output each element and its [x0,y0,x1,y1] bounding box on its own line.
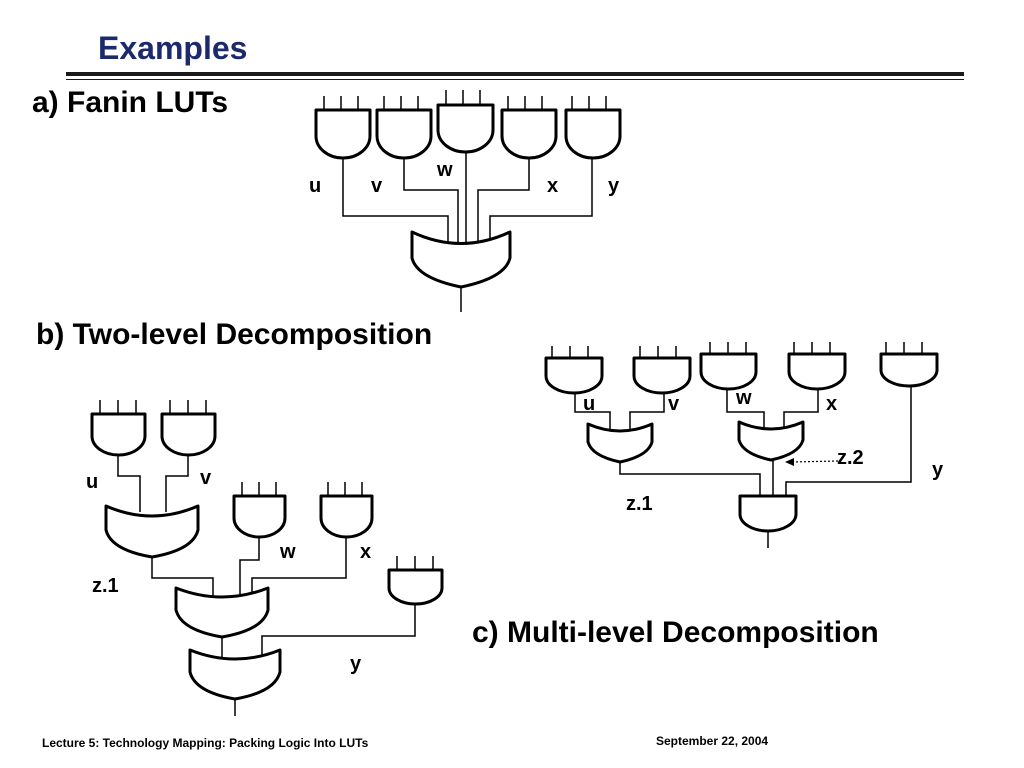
and-gate-b-v [160,412,217,457]
or-gate-b-z1 [104,504,200,559]
diagram-multi-level: u v w x z.2 y z.1 [544,342,944,548]
slide-title: Examples [98,30,248,66]
label-a-y: y [608,175,620,197]
label-b-z1: z.1 [92,575,119,597]
and-gate-v [375,108,433,160]
or-gate-c-z2 [737,420,805,462]
and-gate-c-out [738,494,798,533]
and-gate-y [564,108,622,160]
and-gate-u [314,108,372,160]
label-b-y: y [350,653,362,675]
or-gate-c-z1 [586,422,654,464]
wires-a [342,152,593,312]
or-gate-b-mid [174,586,270,639]
footer-lecture-title: Lecture 5: Technology Mapping: Packing L… [42,736,369,750]
and-gate-c-w [699,352,758,391]
label-a-u: u [309,175,321,197]
input-pins-b [99,400,434,570]
and-gate-c-v [632,356,692,395]
heading-two-level: b) Two-level Decomposition [36,318,433,351]
label-c-x: x [826,393,837,415]
and-gate-c-x [787,352,847,391]
and-gate-b-y [387,568,444,606]
input-pins-a [323,90,607,110]
and-gate-b-x [319,494,374,539]
label-c-z2: z.2 [837,447,864,469]
label-b-x: x [360,541,371,563]
wires-b [117,455,416,716]
and-gate-x [500,108,558,160]
label-a-v: v [371,175,383,197]
label-c-z1: z.1 [626,493,653,515]
label-c-v: v [668,393,680,415]
label-c-w: w [735,387,752,409]
and-gate-w [436,103,495,154]
heading-fanin-luts: a) Fanin LUTs [32,86,229,119]
and-gate-b-u [90,412,147,457]
label-b-u: u [86,471,98,493]
title-rule-thin [66,79,964,80]
label-c-y: y [932,459,944,481]
pointer-arrow-z2 [791,460,839,463]
pointer-arrowhead [785,458,794,466]
label-b-v: v [200,467,212,489]
input-pins-c [551,342,923,358]
label-a-x: x [547,175,558,197]
diagram-fanin-luts: u v w x y [309,90,622,312]
and-gate-b-w [232,494,287,539]
label-c-u: u [583,393,595,415]
wires-c [574,386,912,548]
heading-multi-level: c) Multi-level Decomposition [472,616,879,649]
diagram-two-level: u v w x z.1 y [86,400,444,716]
label-b-w: w [279,541,296,563]
or-gate-a [410,230,512,289]
footer-date: September 22, 2004 [656,734,769,748]
label-a-w: w [436,159,453,181]
or-gate-b-out [188,648,282,701]
and-gate-c-y [879,352,939,388]
title-rule-thick [66,72,964,76]
and-gate-c-u [544,356,604,395]
